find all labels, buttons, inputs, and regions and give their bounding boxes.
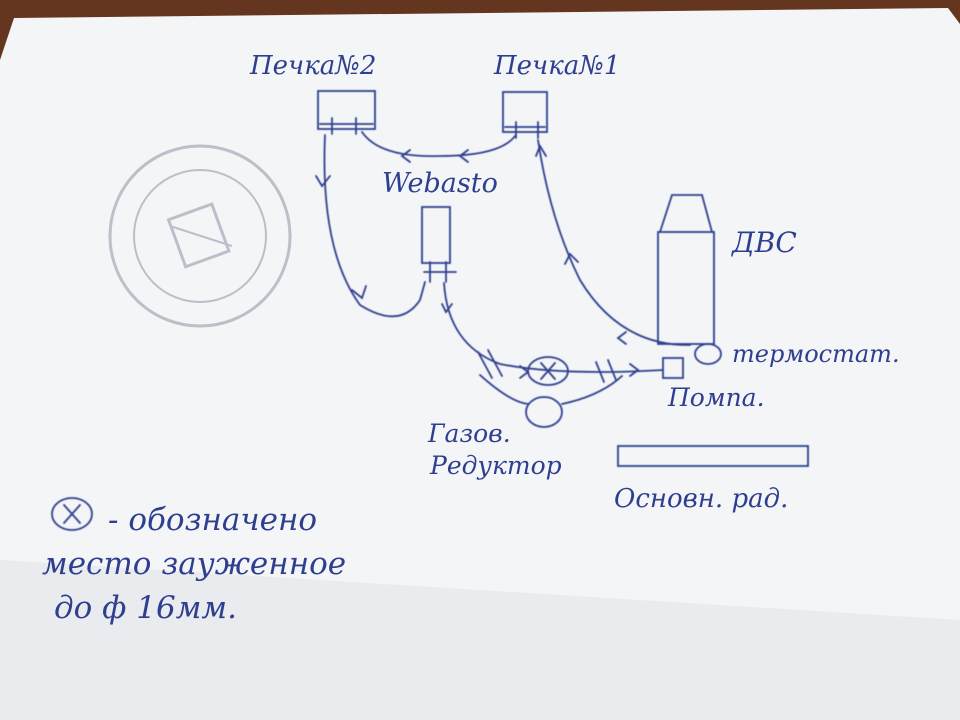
gas-reducer-label-line1: Газов. bbox=[427, 419, 511, 448]
arrow-left-1 bbox=[458, 149, 469, 163]
stamp-seal bbox=[108, 144, 292, 328]
gas-reducer-label-line2: Редуктор bbox=[429, 451, 562, 480]
restriction-circle bbox=[527, 356, 569, 386]
paper-shadow bbox=[0, 560, 960, 720]
paper-sheet bbox=[0, 8, 960, 720]
pipe-heater1-to-heater2 bbox=[361, 131, 516, 158]
labels: Печка№2 Печка№1 Webasto ДВС термостат. П… bbox=[249, 51, 900, 514]
arrow-up-1 bbox=[564, 252, 579, 265]
pipe-heater2-to-webasto bbox=[323, 134, 426, 318]
legend-line-1: - обозначено bbox=[108, 502, 317, 538]
arrow-up-2 bbox=[535, 143, 547, 157]
heater-1-label: Печка№1 bbox=[493, 51, 620, 81]
pump-box bbox=[662, 357, 684, 379]
legend-line-2: место зауженное bbox=[42, 546, 346, 582]
engine-block bbox=[657, 231, 715, 345]
arrow-down-3 bbox=[441, 303, 453, 314]
restriction-mark-3 bbox=[595, 361, 605, 383]
legend-x-mark bbox=[63, 504, 81, 524]
restriction-x-mark bbox=[540, 362, 556, 380]
restriction-mark-2 bbox=[487, 349, 503, 377]
webasto-box bbox=[421, 206, 451, 264]
engine-label: ДВС bbox=[730, 226, 797, 259]
legend-line-3: до ф 16мм. bbox=[54, 590, 237, 626]
pump-label: Помпа. bbox=[667, 383, 765, 412]
gas-reducer-circle bbox=[525, 396, 563, 428]
pipe-webasto-to-pump bbox=[443, 282, 664, 373]
arrow-down-1 bbox=[315, 175, 331, 188]
pipe-to-reducer bbox=[479, 374, 529, 405]
arrow-left-2 bbox=[400, 149, 411, 163]
main-radiator-label: Основн. рад. bbox=[614, 484, 788, 514]
scheme-drawing bbox=[51, 90, 809, 531]
arrow-down-2 bbox=[351, 285, 367, 300]
restriction-mark-1 bbox=[477, 351, 493, 379]
arrow-left-3 bbox=[616, 331, 627, 345]
legend: X - обозначено место зауженное до ф 16мм… bbox=[42, 502, 346, 626]
arrow-right-2 bbox=[629, 363, 640, 377]
heater-2-label: Печка№2 bbox=[249, 51, 376, 81]
restriction-mark-4 bbox=[607, 359, 617, 381]
thermostat-label: термостат. bbox=[732, 340, 900, 368]
webasto-label: Webasto bbox=[382, 168, 498, 199]
heater-2-box bbox=[317, 90, 376, 130]
main-radiator-box bbox=[617, 445, 809, 467]
pipe-from-reducer bbox=[561, 375, 623, 405]
engine-top bbox=[659, 194, 713, 233]
pipe-engine-to-heater1 bbox=[537, 139, 691, 346]
heater-1-box bbox=[502, 91, 548, 133]
legend-circle bbox=[51, 497, 93, 531]
